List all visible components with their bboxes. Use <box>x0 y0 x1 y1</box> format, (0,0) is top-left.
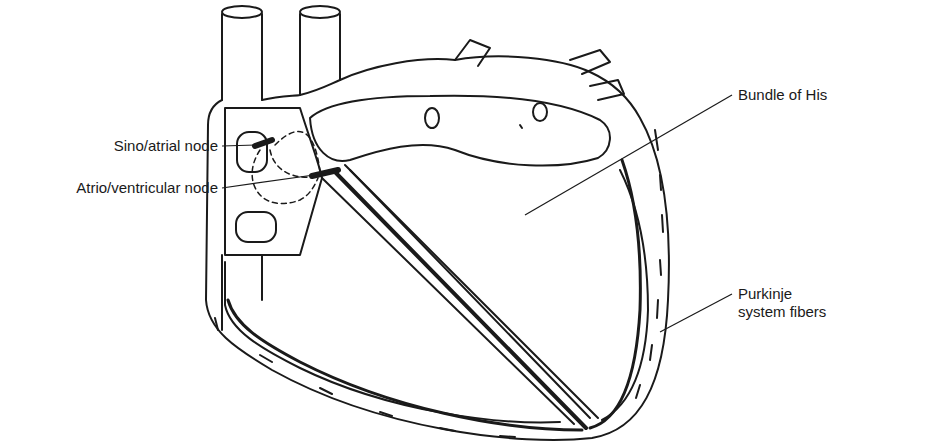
purkinje-fibers <box>215 130 663 437</box>
vessel-opening <box>533 103 547 121</box>
leader-line <box>660 294 732 332</box>
atrium-wall <box>262 80 340 100</box>
internodal-pathway <box>270 150 318 177</box>
vena-cava <box>222 14 262 100</box>
leader-line <box>525 95 732 215</box>
left-bundle-branch <box>590 160 640 428</box>
leader-line <box>222 145 256 146</box>
sinoatrial-node <box>255 140 272 146</box>
bundle-branch <box>350 170 590 418</box>
vena-cava <box>222 255 262 330</box>
part-label: Sino/atrial node <box>114 137 218 155</box>
left-atrium <box>310 96 610 166</box>
part-label: Atrio/ventricular node <box>76 179 218 197</box>
right-bundle-branch <box>228 300 582 430</box>
vessel-opening <box>520 125 522 128</box>
bundle-of-his <box>335 172 586 428</box>
vessel-opening <box>300 6 340 18</box>
part-label: Purkinje system fibers <box>738 285 838 321</box>
vessel-opening <box>236 212 276 242</box>
right-atrium <box>225 108 322 255</box>
septum <box>322 165 598 424</box>
pulmonary-artery <box>455 40 490 66</box>
part-label: Bundle of His <box>738 86 827 104</box>
internodal-pathway <box>275 131 320 172</box>
vessel-opening <box>222 6 262 18</box>
vessel-opening <box>425 108 439 128</box>
leader-line <box>222 175 314 188</box>
heart-outline <box>206 56 669 439</box>
internodal-pathway <box>252 150 318 204</box>
vessel-opening <box>237 132 267 172</box>
